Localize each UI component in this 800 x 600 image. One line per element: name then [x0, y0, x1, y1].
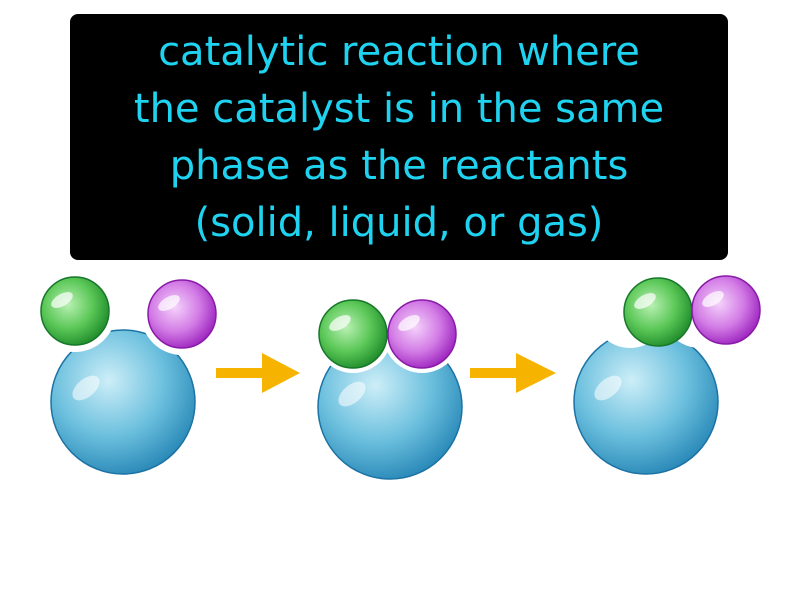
caption-line-3: phase as the reactants: [169, 143, 629, 189]
product-purple: [691, 275, 761, 345]
caption-line-2: the catalyst is in the same: [133, 86, 665, 132]
reactant-purple-2: [387, 299, 457, 369]
reaction-diagram: [40, 275, 761, 480]
catalyst-highlight-3: [594, 375, 622, 401]
arrow-right-icon-2: [470, 353, 556, 393]
stage-2: [317, 299, 463, 480]
reactant-green-2: [318, 299, 388, 369]
caption-line-1: catalytic reaction where: [158, 29, 640, 75]
arrow-right-icon-1: [216, 353, 300, 393]
catalyst-sphere-3: [573, 329, 719, 475]
reactant-green-1: [40, 276, 110, 346]
catalyst-sphere-1: [50, 329, 196, 475]
catalyst-highlight-2: [338, 381, 366, 407]
catalyst-highlight-1: [72, 375, 100, 401]
definition-caption: catalytic reaction where the catalyst is…: [70, 14, 728, 260]
stage-1: [40, 276, 217, 475]
product-green: [623, 277, 693, 347]
reactant-purple-1: [147, 279, 217, 349]
caption-line-4: (solid, liquid, or gas): [194, 200, 604, 246]
stage-3: [573, 275, 761, 475]
